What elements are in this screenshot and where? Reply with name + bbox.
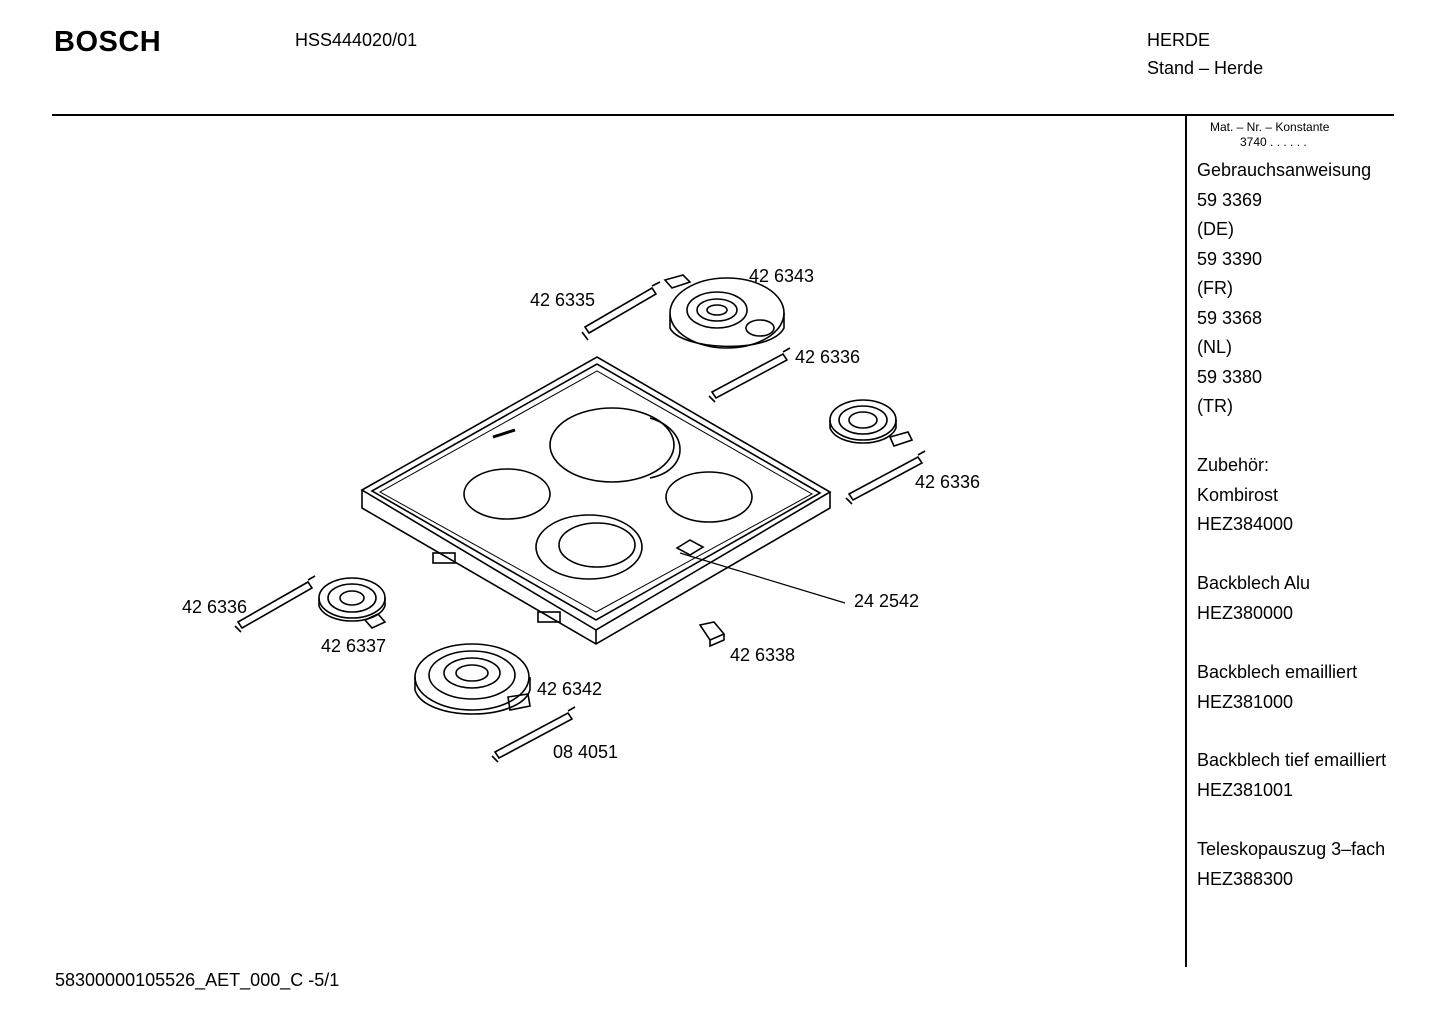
sidebar-line: (TR): [1197, 396, 1233, 416]
plug-connector: [698, 621, 726, 648]
sidebar-line: Backblech Alu: [1197, 573, 1311, 593]
connector-clips: [234, 281, 926, 763]
document-code: 58300000105526_AET_000_C -5/1: [55, 970, 340, 990]
part-number-label: 42 6336: [795, 347, 860, 367]
sidebar-line: Gebrauchsanweisung: [1197, 160, 1372, 180]
category-title: HERDE: [1147, 30, 1211, 50]
model-number: HSS444020/01: [295, 30, 418, 50]
subcategory-title: Stand – Herde: [1147, 58, 1264, 78]
exploded-parts-diagram: 42 6343 42 6335 42 6336 42 6336 24 2542 …: [182, 266, 980, 763]
part-number-label: 42 6336: [182, 597, 247, 617]
material-constant-title: Mat. – Nr. – Konstante: [1210, 120, 1330, 134]
sidebar-line: 59 3380: [1197, 367, 1263, 387]
sidebar-line: Backblech tief emailliert: [1197, 750, 1387, 770]
bosch-logo: BOSCH: [54, 26, 162, 58]
oval-heating-element: [663, 274, 785, 349]
round-heating-element-right: [829, 399, 914, 447]
part-number-label: 42 6342: [537, 679, 602, 699]
part-number-label: 42 6335: [530, 290, 595, 310]
part-number-label: 42 6343: [749, 266, 814, 286]
part-number-label: 08 4051: [553, 742, 618, 762]
sidebar-line: Teleskopauszug 3–fach: [1197, 839, 1386, 859]
sidebar-line: HEZ380000: [1197, 603, 1294, 623]
sidebar-line: 59 3390: [1197, 249, 1263, 269]
sidebar-line: 59 3368: [1197, 308, 1263, 328]
cooking-zones: [463, 407, 753, 580]
part-number-label: 42 6337: [321, 636, 386, 656]
sidebar-line: (DE): [1197, 219, 1234, 239]
sidebar-line: HEZ381000: [1197, 692, 1294, 712]
header-divider: [52, 114, 1394, 116]
part-number-label: 42 6336: [915, 472, 980, 492]
sidebar-line: Kombirost: [1197, 485, 1279, 505]
sidebar-line: HEZ381001: [1197, 780, 1294, 800]
sidebar-line: Backblech emailliert: [1197, 662, 1358, 682]
sidebar-line: 59 3369: [1197, 190, 1263, 210]
sidebar-line: (NL): [1197, 337, 1232, 357]
sidebar-line: HEZ388300: [1197, 869, 1294, 889]
leader-line-242542: [679, 552, 846, 604]
sidebar-line: Zubehör:: [1197, 455, 1270, 475]
large-heating-element: [414, 643, 531, 715]
part-number-label: 42 6338: [730, 645, 795, 665]
part-number-label: 24 2542: [854, 591, 919, 611]
sidebar-divider: [1185, 116, 1187, 967]
round-heating-element-left: [318, 577, 387, 629]
sidebar-line: (FR): [1197, 278, 1233, 298]
cooktop-frame: [360, 356, 832, 645]
material-constant-value: 3740 . . . . . .: [1240, 135, 1307, 149]
sidebar-line: HEZ384000: [1197, 514, 1294, 534]
